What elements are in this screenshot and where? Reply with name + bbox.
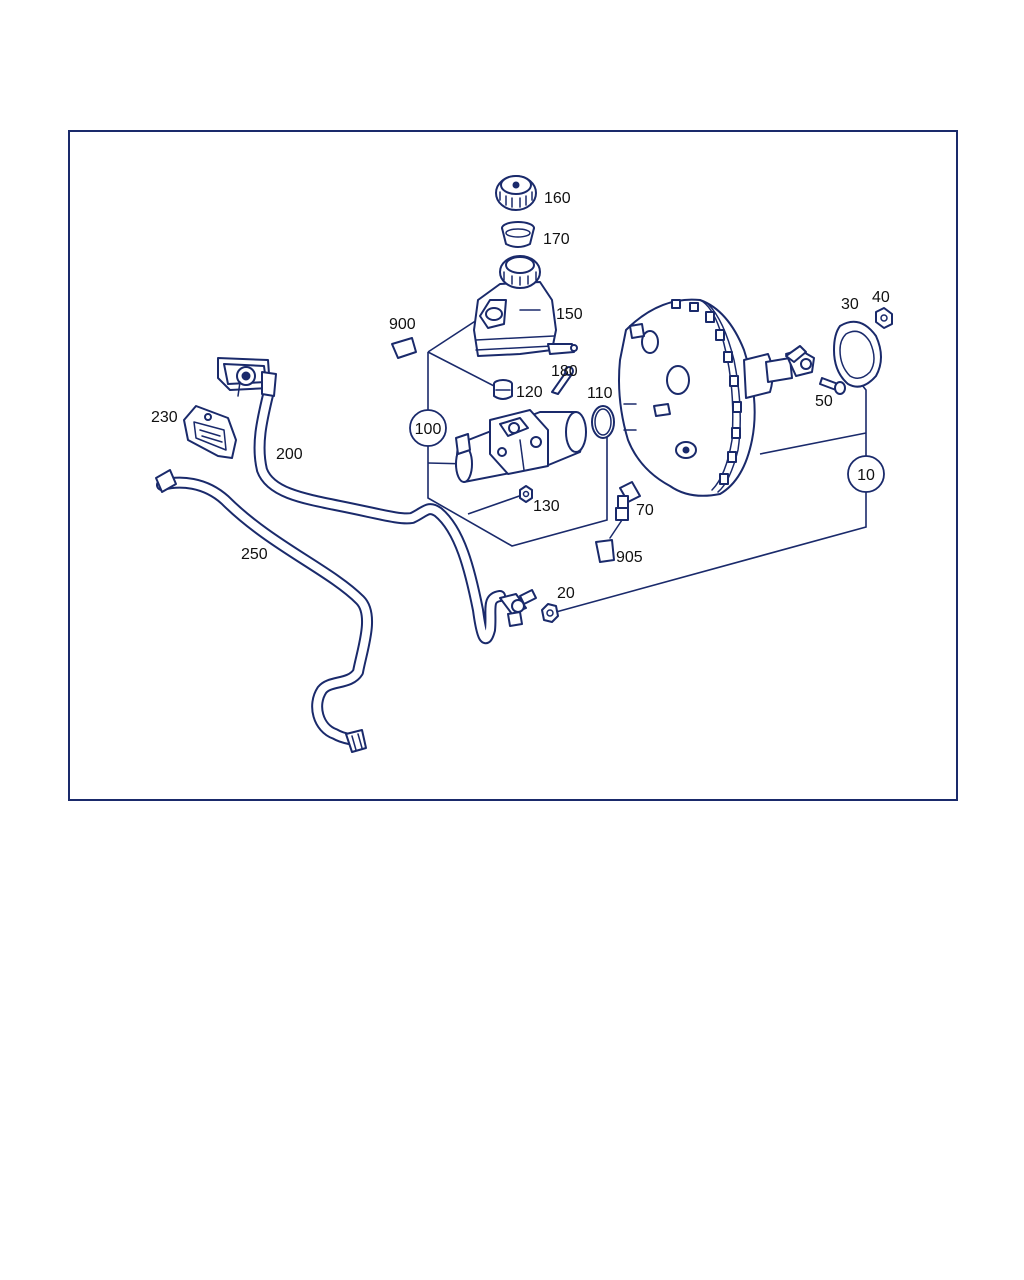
nut-130 (519, 485, 533, 503)
master-brake-cylinder (455, 409, 587, 483)
sealing-sleeve-120 (493, 379, 513, 400)
label-50: 50 (815, 393, 833, 410)
label-30: 30 (841, 296, 859, 313)
bracket-230 (183, 405, 237, 459)
booster-rim-teeth (671, 299, 742, 485)
label-250: 250 (241, 546, 268, 563)
label-160: 160 (544, 190, 571, 207)
label-20: 20 (557, 585, 575, 602)
nut-40 (875, 307, 893, 329)
label-230: 230 (151, 409, 178, 426)
label-40: 40 (872, 289, 890, 306)
label-10: 10 (857, 467, 875, 484)
bolt-50 (819, 377, 846, 395)
reservoir-cap-160 (495, 175, 537, 211)
vacuum-connector-20 (499, 589, 559, 627)
pin-180 (551, 366, 574, 395)
label-170: 170 (543, 231, 570, 248)
hose-connector-bracket (217, 357, 277, 397)
diagram-frame (68, 130, 958, 801)
label-905: 905 (616, 549, 643, 566)
callout-circle-10: 10 (847, 455, 885, 493)
label-180: 180 (551, 363, 578, 380)
gasket-30 (833, 320, 882, 388)
label-tag-905 (595, 539, 615, 563)
label-900: 900 (389, 316, 416, 333)
label-130: 130 (533, 498, 560, 515)
callout-circle-100: 100 (409, 409, 447, 447)
label-70: 70 (636, 502, 654, 519)
vacuum-hose-250 (155, 469, 374, 753)
sensor-70 (609, 481, 641, 539)
strainer-170 (501, 221, 535, 248)
label-110: 110 (587, 385, 613, 402)
brake-booster-10 (618, 298, 815, 497)
vacuum-hose-200 (253, 389, 506, 645)
label-100: 100 (415, 421, 442, 438)
label-120: 120 (516, 384, 543, 401)
label-200: 200 (276, 446, 303, 463)
label-150: 150 (556, 306, 583, 323)
brake-fluid-reservoir-150 (473, 255, 578, 357)
label-tag-900 (391, 337, 417, 359)
o-ring-110 (591, 405, 615, 439)
part-labels: 160 170 150 900 180 120 110 130 70 905 2… (151, 190, 890, 602)
